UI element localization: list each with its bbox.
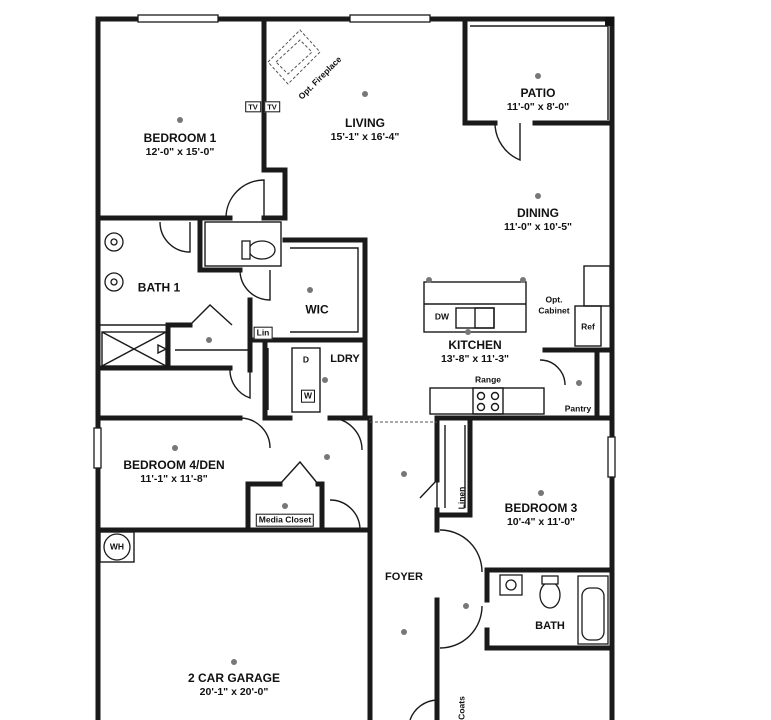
room-name: BEDROOM 1 [143, 130, 217, 145]
room-wic: WIC [305, 303, 328, 318]
room-dimensions: 10'-4" x 11'-0" [506, 515, 576, 528]
room-living: LIVING 15'-1" x 16'-4" [331, 116, 400, 144]
room-bath: BATH [535, 620, 565, 634]
room-dimensions: 13'-8" x 11'-3" [440, 352, 510, 365]
room-foyer: FOYER [385, 571, 423, 585]
room-dimensions: 20'-1" x 20'-0" [199, 685, 269, 698]
fireplace-outline [267, 29, 321, 85]
room-name: DINING [516, 205, 559, 220]
room-ldry: LDRY [330, 353, 360, 367]
room-bedroom4: BEDROOM 4/DEN 11'-1" x 11'-8" [123, 458, 224, 486]
room-name: LDRY [330, 353, 360, 366]
interior-walls [95, 16, 615, 720]
light-fixtures [172, 73, 582, 665]
media-closet-label: Media Closet [255, 513, 315, 527]
room-name: BATH [535, 620, 565, 633]
room-name: FOYER [385, 571, 423, 584]
room-bedroom1: BEDROOM 1 12'-0" x 15'-0" [144, 131, 217, 159]
dryer-label: D [302, 354, 310, 365]
water-heater [99, 531, 135, 563]
range-label: Range [475, 374, 501, 385]
room-name: PATIO [520, 85, 556, 100]
room-name: BEDROOM 4/DEN [123, 457, 225, 472]
dw-label: DW [434, 311, 450, 322]
room-kitchen: KITCHEN 13'-8" x 11'-3" [441, 338, 509, 366]
pantry-label: Pantry [564, 403, 592, 414]
bath-fixtures [101, 232, 609, 645]
closet-shelving [98, 25, 609, 508]
doors [159, 122, 566, 720]
room-name: LIVING [344, 115, 385, 130]
room-bedroom3: BEDROOM 3 10'-4" x 11'-0" [505, 501, 578, 529]
tv-label-left: TV [245, 101, 261, 113]
ref-label: Ref [581, 321, 595, 332]
room-garage: 2 CAR GARAGE 20'-1" x 20'-0" [188, 671, 280, 699]
room-bath1: BATH 1 [138, 281, 180, 296]
wh-label: WH [109, 541, 125, 552]
room-patio: PATIO 11'-0" x 8'-0" [507, 86, 569, 114]
room-dimensions: 11'-0" x 10'-5" [503, 220, 573, 233]
room-name: BEDROOM 3 [504, 500, 578, 515]
room-dimensions: 11'-1" x 11'-8" [140, 472, 208, 485]
room-name: WIC [305, 302, 329, 317]
room-dimensions: 15'-1" x 16'-4" [330, 130, 400, 143]
tv-label-right: TV [264, 101, 280, 113]
opt-cabinet-text: Opt. Cabinet [538, 294, 570, 315]
kitchen-fixtures [423, 265, 611, 415]
linen-label: Linen [456, 486, 467, 510]
washer-label: W [300, 389, 316, 403]
room-name: 2 CAR GARAGE [187, 670, 281, 685]
room-dimensions: 11'-0" x 8'-0" [506, 100, 570, 113]
coats-label: Coats [456, 696, 467, 720]
room-name: BATH 1 [137, 280, 181, 295]
opt-cabinet-label-line1: Opt. Cabinet [533, 294, 575, 315]
room-name: KITCHEN [448, 337, 502, 352]
lin-label: Lin [253, 326, 273, 340]
room-dining: DINING 11'-0" x 10'-5" [504, 206, 572, 234]
room-dimensions: 12'-0" x 15'-0" [145, 145, 215, 158]
windows [93, 14, 616, 478]
